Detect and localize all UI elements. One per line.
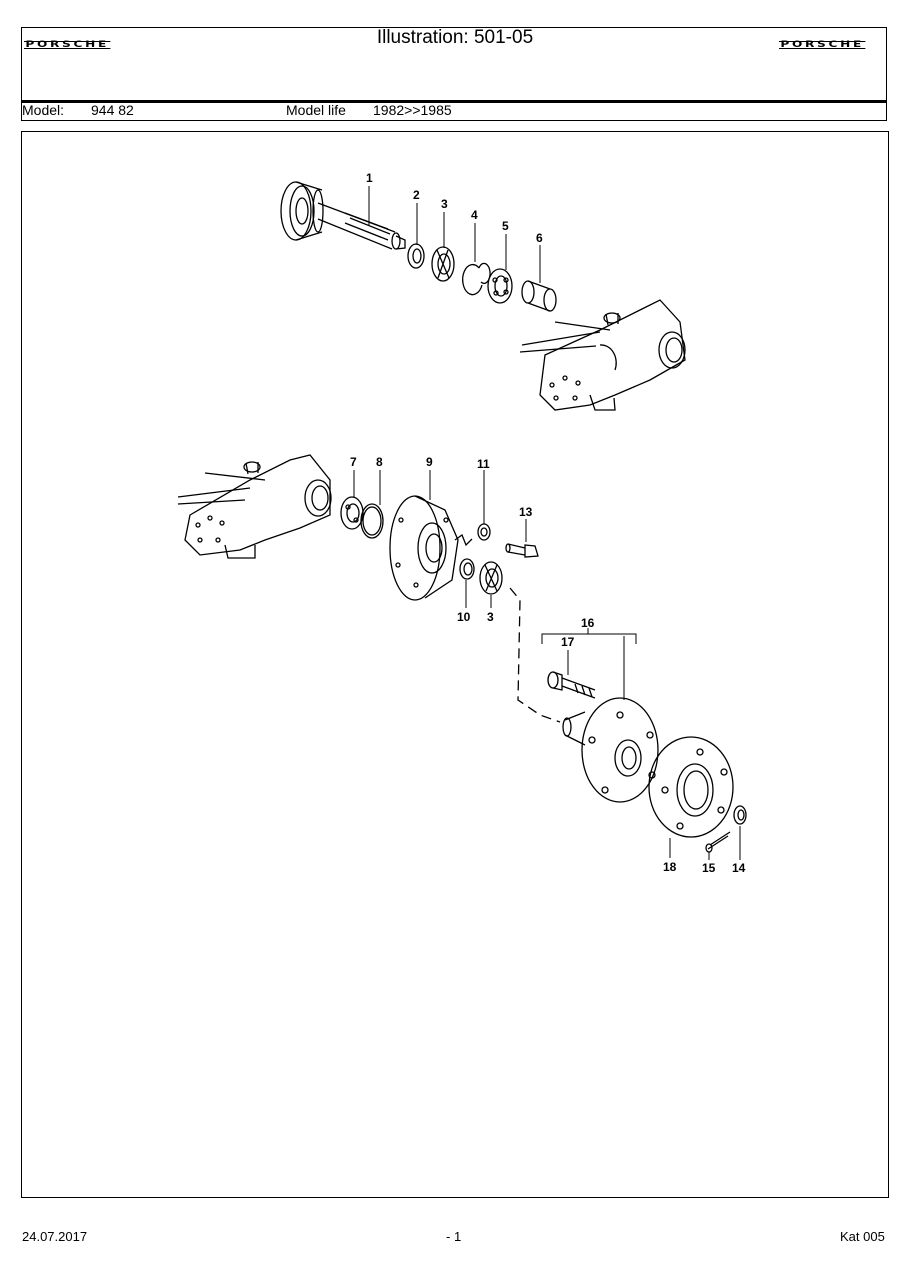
model-value: 944 82 xyxy=(91,102,134,118)
part-7-bearing xyxy=(340,496,364,530)
part-3-bearing-lower xyxy=(479,561,503,595)
part-6-sleeve xyxy=(521,280,557,312)
trailing-arm-lower xyxy=(177,454,332,559)
part-17-wheel-bolt xyxy=(547,671,596,699)
callout-3: 3 xyxy=(441,197,448,211)
page-title: Illustration: 501-05 xyxy=(376,27,534,48)
part-18-brake-disc xyxy=(648,736,734,838)
callout-13: 13 xyxy=(519,505,533,519)
porsche-logo-left-text: PORSCHE xyxy=(24,40,111,50)
callout-5: 5 xyxy=(502,219,509,233)
illustration-frame xyxy=(21,131,889,1198)
callout-1: 1 xyxy=(366,171,373,185)
callout-8: 8 xyxy=(376,455,383,469)
callout-9: 9 xyxy=(426,455,433,469)
part-8-ring xyxy=(360,503,384,539)
porsche-logo-left: PORSCHE xyxy=(24,36,111,50)
model-life-label: Model life xyxy=(286,102,346,118)
callout-14: 14 xyxy=(732,861,746,875)
callout-6: 6 xyxy=(536,231,543,245)
part-5-ball-bearing xyxy=(487,268,513,304)
callout-18: 18 xyxy=(663,860,677,874)
assembly-dashed-line xyxy=(509,587,561,723)
callout-15: 15 xyxy=(702,861,716,875)
callout-2: 2 xyxy=(413,188,420,202)
part-4-circlip xyxy=(462,262,491,296)
part-9-bearing-housing xyxy=(389,495,473,601)
callout-17: 17 xyxy=(561,635,575,649)
porsche-logo-right: PORSCHE xyxy=(779,36,866,50)
header-box xyxy=(21,27,887,121)
callout-16: 16 xyxy=(581,616,595,630)
porsche-logo-right-text: PORSCHE xyxy=(779,40,866,50)
callout-10: 10 xyxy=(457,610,471,624)
model-label: Model: xyxy=(22,102,65,118)
part-3-bearing xyxy=(431,246,455,282)
model-life-value: 1982>>1985 xyxy=(373,102,452,118)
part-14-castle-nut xyxy=(733,805,747,825)
footer-page-number: - 1 xyxy=(446,1229,462,1244)
part-13-bolt xyxy=(505,543,539,558)
part-2-ring xyxy=(407,243,425,269)
callout-7: 7 xyxy=(350,455,357,469)
trailing-arm-upper xyxy=(519,299,686,411)
part-16-wheel-hub xyxy=(562,697,659,803)
callout-3-lower: 3 xyxy=(487,610,494,624)
callout-11: 11 xyxy=(477,457,490,471)
callout-4: 4 xyxy=(471,208,478,222)
part-10-ring xyxy=(459,558,475,580)
part-15-cotter-pin xyxy=(705,831,731,853)
leader-lines xyxy=(353,186,741,860)
footer-catalog: Kat 005 xyxy=(840,1229,885,1244)
part-11-ring xyxy=(477,523,491,541)
part-1-drive-flange-shaft xyxy=(280,181,406,250)
footer-date: 24.07.2017 xyxy=(22,1229,88,1244)
header-rule xyxy=(21,100,887,103)
